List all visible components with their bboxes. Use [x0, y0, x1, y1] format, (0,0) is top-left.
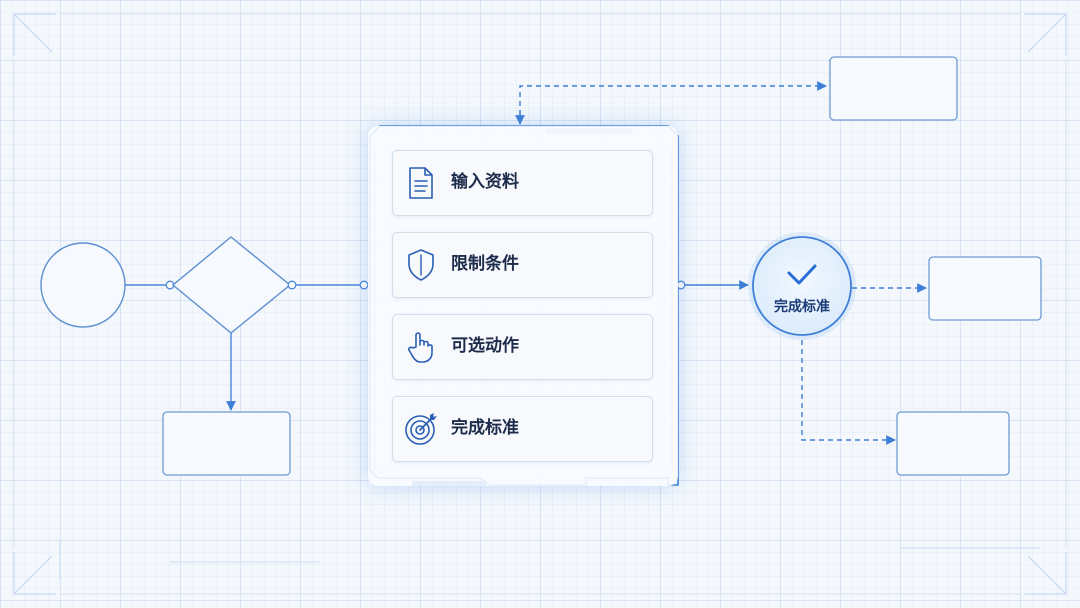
step-label: 限制条件 — [451, 254, 519, 274]
dashed-connector-goal-to-bottom-box — [801, 340, 896, 445]
step-card-completion[interactable]: 完成标准 — [392, 396, 653, 462]
connector-dot — [676, 280, 686, 290]
empty-box-top-right — [829, 56, 958, 121]
step-card-actions[interactable]: 可选动作 — [392, 314, 653, 380]
step-card-input-data[interactable]: 输入资料 — [392, 150, 653, 216]
step-card-constraints[interactable]: 限制条件 — [392, 232, 653, 298]
dashed-connector-panel-to-top-box — [519, 81, 827, 124]
goal-circle-node — [752, 236, 852, 336]
step-label: 输入资料 — [451, 172, 519, 192]
step-label: 可选动作 — [451, 336, 519, 356]
decision-diamond-node — [171, 236, 292, 334]
start-circle-node — [40, 242, 126, 328]
empty-box-bottom-right — [896, 411, 1010, 476]
empty-box-right — [928, 256, 1042, 321]
corner-frame-decoration — [13, 13, 1067, 595]
connector-dot — [359, 280, 369, 290]
checkmark-icon — [787, 264, 817, 285]
shield-icon — [408, 249, 434, 281]
document-icon — [409, 167, 433, 199]
pointer-hand-icon — [408, 332, 433, 363]
connector-dot — [287, 280, 297, 290]
empty-process-box-left — [162, 411, 291, 476]
goal-node-label: 完成标准 — [774, 299, 830, 315]
step-label: 完成标准 — [451, 418, 519, 438]
target-icon — [405, 413, 437, 445]
